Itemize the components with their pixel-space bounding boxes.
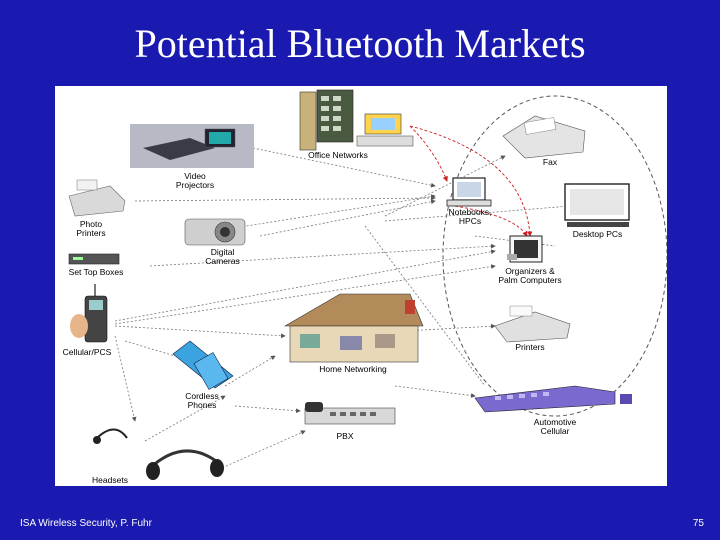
headsets-icon	[93, 428, 224, 480]
cordless-phones-label: Cordless Phones	[185, 391, 219, 410]
organizers-icon	[507, 235, 543, 263]
pbx-label: PBX	[336, 431, 354, 441]
set-top-boxes-icon	[68, 253, 120, 265]
bluetooth-markets-diagram: Office Networks Video Projectors Photo P…	[55, 86, 667, 486]
set-top-boxes-label: Set Top Boxes	[68, 267, 124, 277]
automotive-cellular-label: Automotive Cellular	[533, 417, 577, 436]
fax-icon	[502, 115, 586, 159]
diagram-graphics	[68, 89, 667, 480]
office-networks-label: Office Networks	[308, 150, 368, 160]
organizers-label: Organizers & Palm Computers	[498, 266, 562, 285]
footer-credit: ISA Wireless Security, P. Fuhr	[20, 518, 152, 529]
video-projectors-icon	[130, 124, 254, 168]
cellular-pcs-icon	[70, 284, 108, 343]
home-networking-label: Home Networking	[319, 364, 387, 374]
printers-icon	[494, 305, 571, 343]
printers-label: Printers	[515, 342, 545, 352]
cordless-phones-icon	[172, 340, 234, 390]
pbx-icon	[304, 402, 396, 425]
office-networks-icon	[299, 89, 414, 151]
home-networking-icon	[283, 293, 424, 363]
photo-printers-icon	[68, 179, 126, 217]
photo-printers-label: Photo Printers	[76, 219, 106, 238]
pc-cluster-boundary	[442, 95, 667, 417]
digital-cameras-label: Digital Cameras	[205, 247, 240, 266]
fax-label: Fax	[542, 157, 558, 167]
automotive-cellular-icon	[474, 385, 632, 413]
headsets-label: Headsets	[92, 475, 128, 485]
connector-lines	[114, 147, 571, 472]
notebooks-label: Notebooks, HPCs	[448, 207, 492, 226]
highlight-arrows	[409, 125, 533, 237]
notebooks-icon	[446, 177, 492, 207]
page-number: 75	[692, 518, 704, 529]
digital-cameras-icon	[184, 218, 246, 246]
desktop-pcs-label: Desktop PCs	[572, 229, 623, 239]
desktop-pcs-icon	[564, 183, 630, 227]
video-projectors-label: Video Projectors	[175, 171, 215, 190]
slide-title: Potential Bluetooth Markets	[134, 21, 586, 66]
cellular-pcs-label: Cellular/PCS	[62, 347, 112, 357]
